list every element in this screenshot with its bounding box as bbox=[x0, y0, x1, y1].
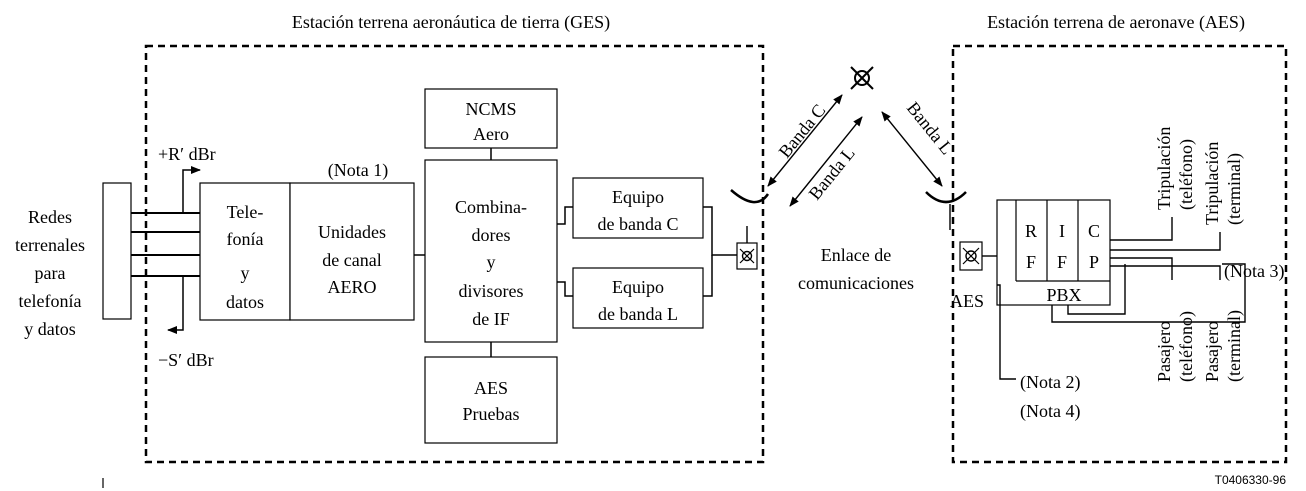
svg-text:F: F bbox=[1026, 252, 1036, 272]
svg-text:de banda L: de banda L bbox=[598, 304, 678, 324]
svg-text:Combina-: Combina- bbox=[455, 197, 527, 217]
pbx-label: PBX bbox=[1046, 285, 1081, 305]
if-unit: I F bbox=[1057, 221, 1067, 272]
ncms-label: NCMS Aero bbox=[465, 99, 516, 144]
svg-text:Pasajero: Pasajero bbox=[1154, 321, 1174, 382]
svg-text:AES: AES bbox=[474, 378, 508, 398]
svg-text:Equipo: Equipo bbox=[612, 277, 664, 297]
svg-text:P: P bbox=[1089, 252, 1099, 272]
banda-l-arrow-aircraft bbox=[881, 111, 943, 187]
svg-text:Redes: Redes bbox=[28, 207, 72, 227]
aes-test-box bbox=[424, 356, 558, 444]
networks-label: Redes terrenales para telefonía y datos bbox=[15, 207, 85, 339]
combiner-c-link bbox=[557, 206, 573, 225]
svg-text:divisores: divisores bbox=[459, 281, 524, 301]
combiner-box bbox=[424, 159, 558, 343]
rf-unit: R F bbox=[1025, 221, 1037, 272]
svg-text:(teléfono): (teléfono) bbox=[1176, 139, 1197, 210]
plus-r-label: +R′ dBr bbox=[158, 144, 216, 164]
svg-text:(terminal): (terminal) bbox=[1224, 153, 1245, 225]
telephony-box bbox=[199, 182, 291, 321]
minus-s-label: −S′ dBr bbox=[158, 350, 214, 370]
svg-text:Pasajero: Pasajero bbox=[1202, 321, 1222, 382]
combiner-label: Combina- dores y divisores de IF bbox=[455, 197, 527, 329]
svg-text:AERO: AERO bbox=[328, 277, 377, 297]
svg-text:de IF: de IF bbox=[472, 309, 510, 329]
aes-frame bbox=[951, 44, 1288, 464]
banda-l-label-1: Banda L bbox=[805, 143, 859, 203]
svg-text:para: para bbox=[35, 263, 66, 283]
cp-unit: C P bbox=[1088, 221, 1100, 272]
c-band-equipment-label: Equipo de banda C bbox=[598, 187, 679, 234]
c-equip-to-antenna bbox=[703, 206, 737, 256]
nota1-label: (Nota 1) bbox=[328, 160, 388, 181]
svg-text:Tripulación: Tripulación bbox=[1202, 142, 1222, 225]
plus-r-arrow bbox=[182, 166, 201, 213]
svg-text:y: y bbox=[487, 252, 496, 272]
passenger-phone-label: Pasajero (teléfono) bbox=[1154, 311, 1197, 382]
nota2-label: (Nota 2) bbox=[1020, 372, 1080, 393]
comm-link-label: Enlace de comunicaciones bbox=[798, 245, 914, 293]
svg-text:I: I bbox=[1059, 221, 1065, 241]
banda-c-label: Banda C bbox=[775, 100, 830, 161]
l-band-equipment-box bbox=[572, 267, 704, 329]
svg-text:(teléfono): (teléfono) bbox=[1176, 311, 1197, 382]
aes-test-label: AES Pruebas bbox=[463, 378, 520, 424]
svg-text:Equipo: Equipo bbox=[612, 187, 664, 207]
aircraft-wiring bbox=[997, 217, 1246, 380]
svg-text:de banda C: de banda C bbox=[598, 214, 679, 234]
ground-antenna-icon bbox=[730, 189, 770, 270]
svg-text:Unidades: Unidades bbox=[318, 222, 386, 242]
ges-title: Estación terrena aeronáutica de tierra (… bbox=[292, 12, 610, 33]
ncms-box bbox=[424, 88, 558, 149]
svg-text:dores: dores bbox=[472, 225, 511, 245]
svg-text:F: F bbox=[1057, 252, 1067, 272]
channel-units-box bbox=[289, 182, 415, 321]
svg-text:(terminal): (terminal) bbox=[1224, 310, 1245, 382]
aircraft-antenna-icon bbox=[925, 191, 983, 271]
c-band-equipment-box bbox=[572, 177, 704, 239]
svg-text:Enlace de: Enlace de bbox=[821, 245, 891, 265]
satellite-icon bbox=[850, 66, 874, 90]
svg-text:Tele-: Tele- bbox=[227, 202, 264, 222]
svg-text:Aero: Aero bbox=[473, 124, 509, 144]
svg-text:Tripulación: Tripulación bbox=[1154, 127, 1174, 210]
svg-text:de canal: de canal bbox=[322, 250, 381, 270]
patch-panel bbox=[102, 182, 132, 320]
aes-title: Estación terrena de aeronave (AES) bbox=[987, 12, 1245, 33]
nota3-label: (Nota 3) bbox=[1224, 261, 1284, 282]
trunk-lines bbox=[131, 212, 200, 277]
crew-phone-label: Tripulación (teléfono) bbox=[1154, 127, 1197, 210]
minus-s-arrow bbox=[167, 275, 200, 334]
figure-code: T0406330-96 bbox=[1215, 473, 1287, 487]
l-band-equipment-label: Equipo de banda L bbox=[598, 277, 678, 324]
telephony-label: Tele- fonía y datos bbox=[226, 202, 264, 312]
svg-text:R: R bbox=[1025, 221, 1037, 241]
aes-side-label: AES bbox=[950, 291, 984, 311]
svg-text:Pruebas: Pruebas bbox=[463, 404, 520, 424]
svg-text:y: y bbox=[241, 263, 250, 283]
crew-terminal-label: Tripulación (terminal) bbox=[1202, 142, 1245, 225]
svg-text:y datos: y datos bbox=[24, 319, 76, 339]
svg-text:NCMS: NCMS bbox=[465, 99, 516, 119]
banda-l-arrow-ground bbox=[789, 116, 863, 207]
banda-l-label-2: Banda L bbox=[903, 98, 957, 158]
svg-text:datos: datos bbox=[226, 292, 264, 312]
l-equip-to-antenna bbox=[703, 255, 713, 297]
svg-text:fonía: fonía bbox=[227, 229, 264, 249]
svg-text:terrenales: terrenales bbox=[15, 235, 85, 255]
svg-text:telefonía: telefonía bbox=[19, 291, 82, 311]
svg-text:comunicaciones: comunicaciones bbox=[798, 273, 914, 293]
combiner-l-link bbox=[557, 281, 573, 297]
channel-units-label: Unidades de canal AERO bbox=[318, 222, 386, 297]
svg-text:C: C bbox=[1088, 221, 1100, 241]
passenger-terminal-label: Pasajero (terminal) bbox=[1202, 310, 1245, 382]
nota4-label: (Nota 4) bbox=[1020, 401, 1080, 422]
